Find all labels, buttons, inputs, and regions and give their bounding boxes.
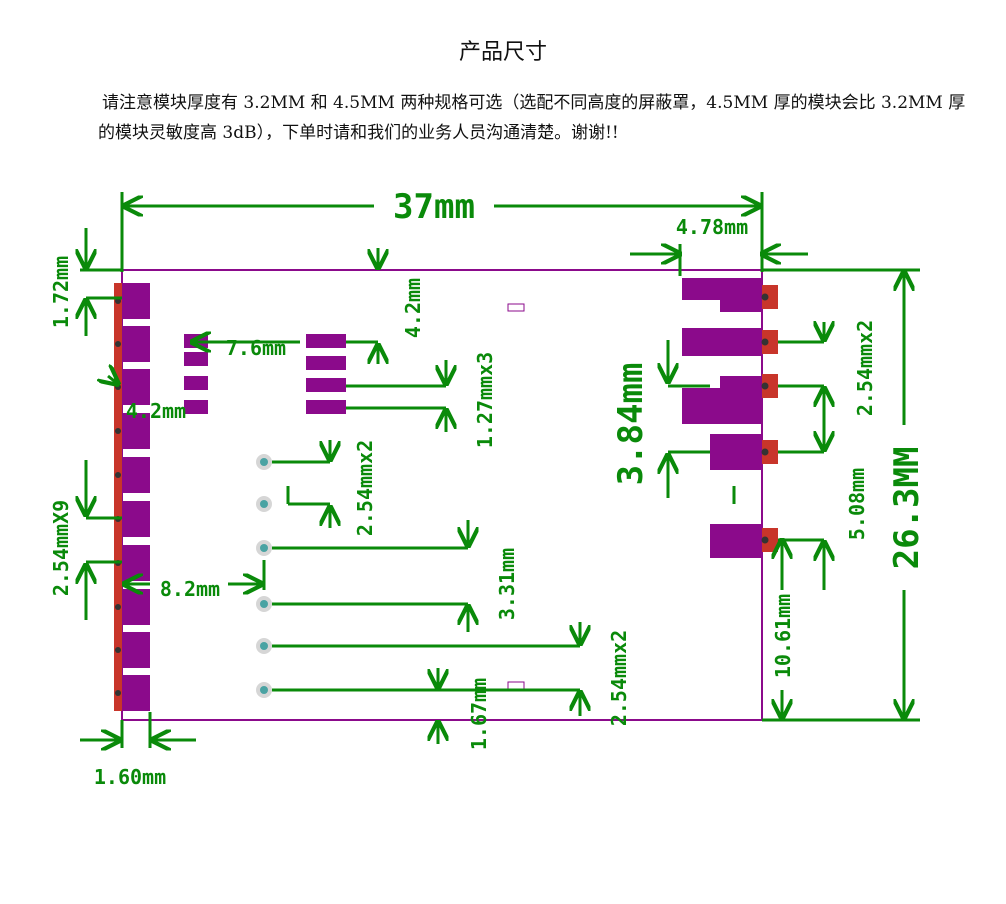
dim-331-label: 3.31mm [495, 548, 519, 620]
dim-167-label: 1.67mm [467, 678, 491, 750]
dim-left-pad-width-label: 1.60mm [94, 765, 166, 789]
dim-width-label: 37mm [393, 187, 475, 227]
inner-pads-b [306, 334, 346, 414]
dim-384-label: 3.84mm [611, 363, 651, 486]
dim-pitch-254-a-label: 2.54mmx2 [353, 440, 377, 536]
dim-inner-gap-1-label: 7.6mm [226, 336, 286, 360]
inner-pads-a [184, 334, 208, 414]
dim-right-pitch-label: 2.54mmx2 [853, 320, 877, 416]
dim-top-right-label: 4.78mm [676, 215, 748, 239]
right-pads [682, 278, 778, 558]
dim-inner-gap-2-label: 4.2mm [401, 278, 425, 338]
dim-height-label: 26.3MM [887, 447, 927, 570]
dim-left-top-label: 1.72mm [49, 256, 73, 328]
dim-508-label: 5.08mm [845, 468, 869, 540]
dim-pitch-127-label: 1.27mmx3 [473, 352, 497, 448]
document-title: 产品尺寸 [458, 40, 547, 65]
dim-inner-gap-4-label: 8.2mm [160, 577, 220, 601]
dim-inner-gap-3-label: 4.2mm [126, 399, 186, 423]
dim-254-b-label: 2.54mmx2 [607, 630, 631, 726]
board-outline [121, 269, 763, 721]
via-column [256, 454, 272, 698]
left-pads [114, 283, 150, 711]
dim-1061-label: 10.61mm [771, 594, 795, 678]
dim-left-pitch-label: 2.54mmX9 [49, 500, 73, 596]
document-note: 请注意模块厚度有 3.2MM 和 4.5MM 两种规格可选（选配不同高度的屏蔽罩… [98, 93, 966, 143]
